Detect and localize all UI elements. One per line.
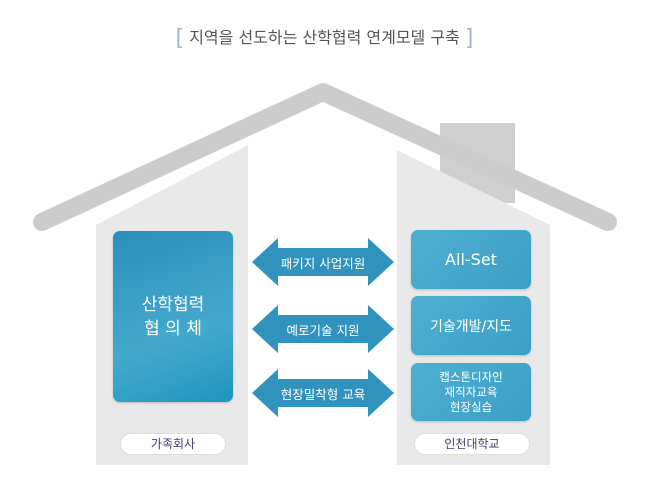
university-label: 인천대학교	[414, 433, 530, 455]
page-title: [ 지역을 선도하는 산학협력 연계모델 구축 ]	[175, 26, 474, 51]
allset-box: All-Set	[411, 230, 531, 289]
arrows-shapes	[252, 238, 394, 417]
arrow-field-education: 현장밀착형 교육	[280, 387, 366, 402]
council-line1: 산학협력	[141, 294, 205, 315]
tech-dev-text: 기술개발/지도	[430, 318, 512, 335]
arrow-shape-1	[252, 238, 394, 286]
arrow-package-support: 패키지 사업지원	[280, 256, 366, 271]
family-company-label: 가족회사	[120, 433, 226, 455]
arrow-tech-support: 예로기술 지원	[286, 323, 360, 338]
roof	[33, 83, 617, 231]
council-line2: 협 의 체	[144, 318, 202, 339]
allset-text: All-Set	[445, 250, 497, 269]
capstone-text: 캡스톤디자인	[439, 369, 503, 384]
tech-dev-box: 기술개발/지도	[411, 296, 531, 355]
title-text: 지역을 선도하는 산학협력 연계모델 구축	[189, 28, 460, 47]
worker-edu-text: 재직자교육	[444, 384, 498, 399]
arrow-shape-3	[252, 369, 394, 417]
arrow-shape-2	[252, 305, 394, 353]
field-practice-text: 현장실습	[449, 399, 493, 414]
